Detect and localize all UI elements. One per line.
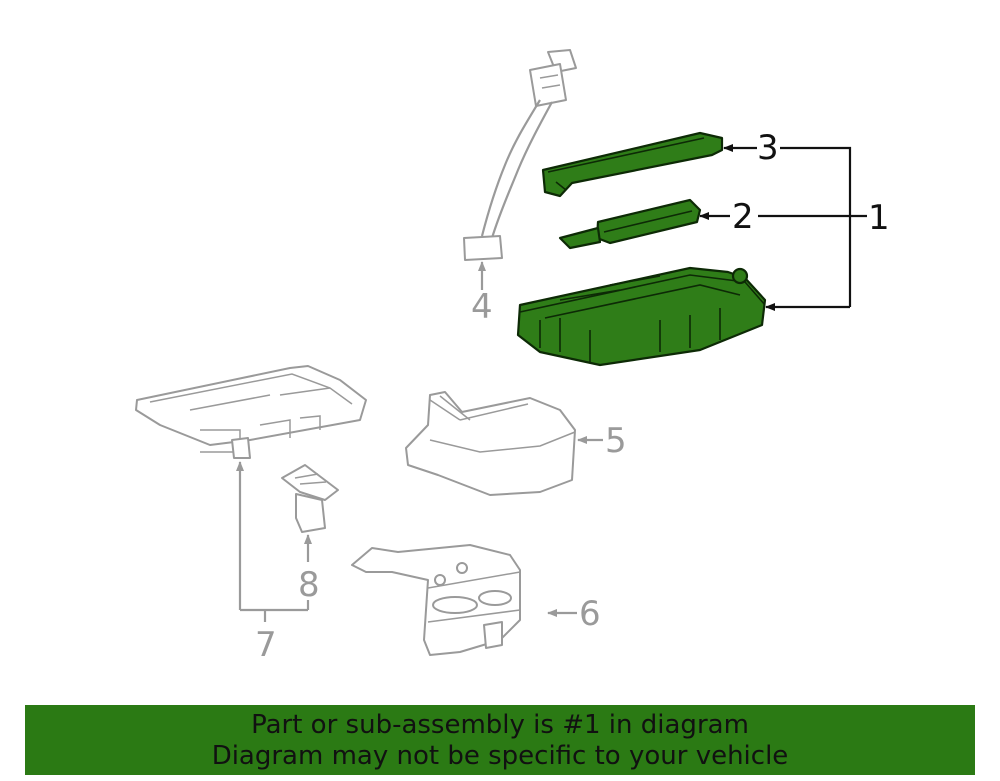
callout-8: 8 <box>298 565 320 605</box>
callout-6-group: 6 <box>547 594 601 634</box>
info-banner: Part or sub-assembly is #1 in diagram Di… <box>25 705 975 775</box>
callout-8-group: 8 <box>298 534 320 605</box>
part-6-bracket <box>351 544 521 656</box>
callout-6: 6 <box>579 594 601 634</box>
banner-line-1: Part or sub-assembly is #1 in diagram <box>251 710 749 740</box>
callout-4: 4 <box>471 287 493 327</box>
callout-7-bracket: 7 <box>236 461 310 665</box>
callout-3: 3 <box>757 128 779 168</box>
callout-7: 7 <box>255 625 277 665</box>
callout-1-bracket: 1 <box>758 146 890 311</box>
part-1-main-unit <box>516 266 767 367</box>
part-8-clip <box>281 464 339 533</box>
callout-3-group: 3 <box>723 128 779 168</box>
part-7-tray <box>135 365 367 459</box>
banner-line-2: Diagram may not be specific to your vehi… <box>211 741 789 771</box>
part-3-cover <box>541 131 724 198</box>
callout-4-group: 4 <box>471 261 493 327</box>
callout-5: 5 <box>605 421 627 461</box>
callout-1: 1 <box>868 198 890 238</box>
part-4-wire-harness <box>463 49 577 261</box>
part-5-console-cover <box>405 391 576 496</box>
callout-5-group: 5 <box>577 421 627 461</box>
part-2-module <box>558 198 702 250</box>
callout-2: 2 <box>732 197 754 237</box>
callout-2-group: 2 <box>699 197 754 237</box>
